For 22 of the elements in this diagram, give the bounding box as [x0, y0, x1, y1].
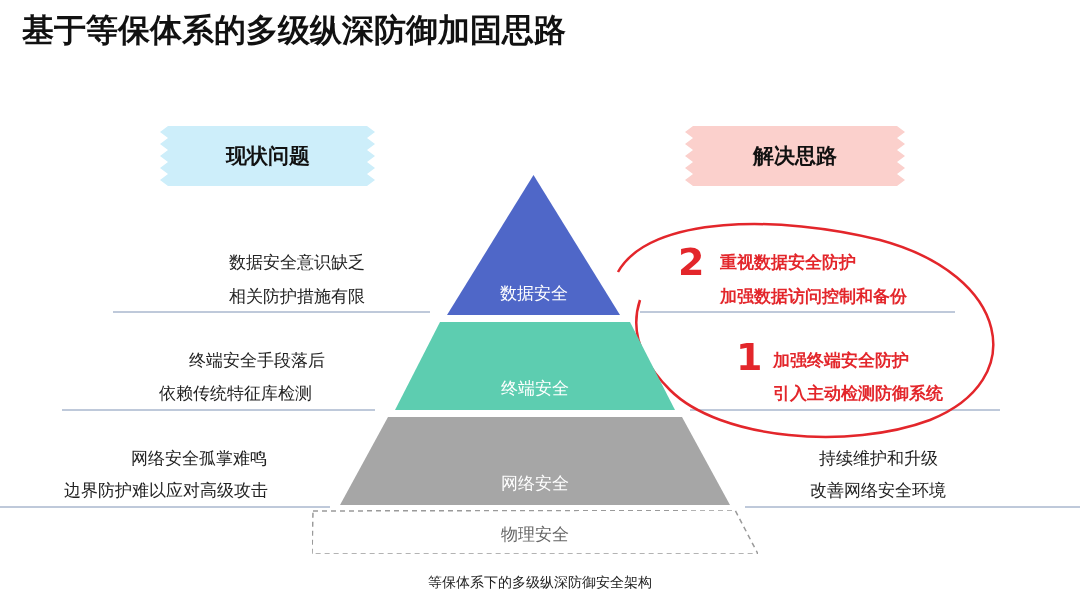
- heading-banner: 现状问题: [160, 126, 375, 186]
- note-text: 终端安全手段落后: [189, 350, 325, 370]
- heading-banner: 解决思路: [685, 126, 905, 186]
- title: 基于等保体系的多级纵深防御加固思路: [22, 10, 566, 50]
- solution-text: 重视数据安全防护: [720, 252, 856, 272]
- note-text: 数据安全意识缺乏: [229, 252, 365, 272]
- solution-text: 引入主动检测防御系统: [773, 383, 943, 403]
- note-text: 依赖传统特征库检测: [159, 383, 312, 403]
- pyramid-layer: 物理安全: [312, 510, 758, 554]
- step-number: 2: [678, 240, 705, 284]
- note-text: 改善网络安全环境: [809, 480, 947, 500]
- solution-text: 加强数据访问控制和备份: [720, 286, 907, 306]
- note-text: 持续维护和升级: [817, 448, 939, 468]
- step-number: 1: [736, 335, 763, 379]
- note-text: 相关防护措施有限: [229, 286, 365, 306]
- caption: 等保体系下的多级纵深防御安全架构: [427, 573, 653, 592]
- pyramid-layer: 终端安全: [395, 322, 675, 410]
- solution-text: 加强终端安全防护: [773, 350, 909, 370]
- pyramid-layer: 数据安全: [447, 175, 620, 315]
- note-text: 网络安全孤掌难鸣: [131, 448, 267, 468]
- note-text: 边界防护难以应对高级攻击: [64, 480, 268, 500]
- pyramid-layer: 网络安全: [340, 417, 730, 505]
